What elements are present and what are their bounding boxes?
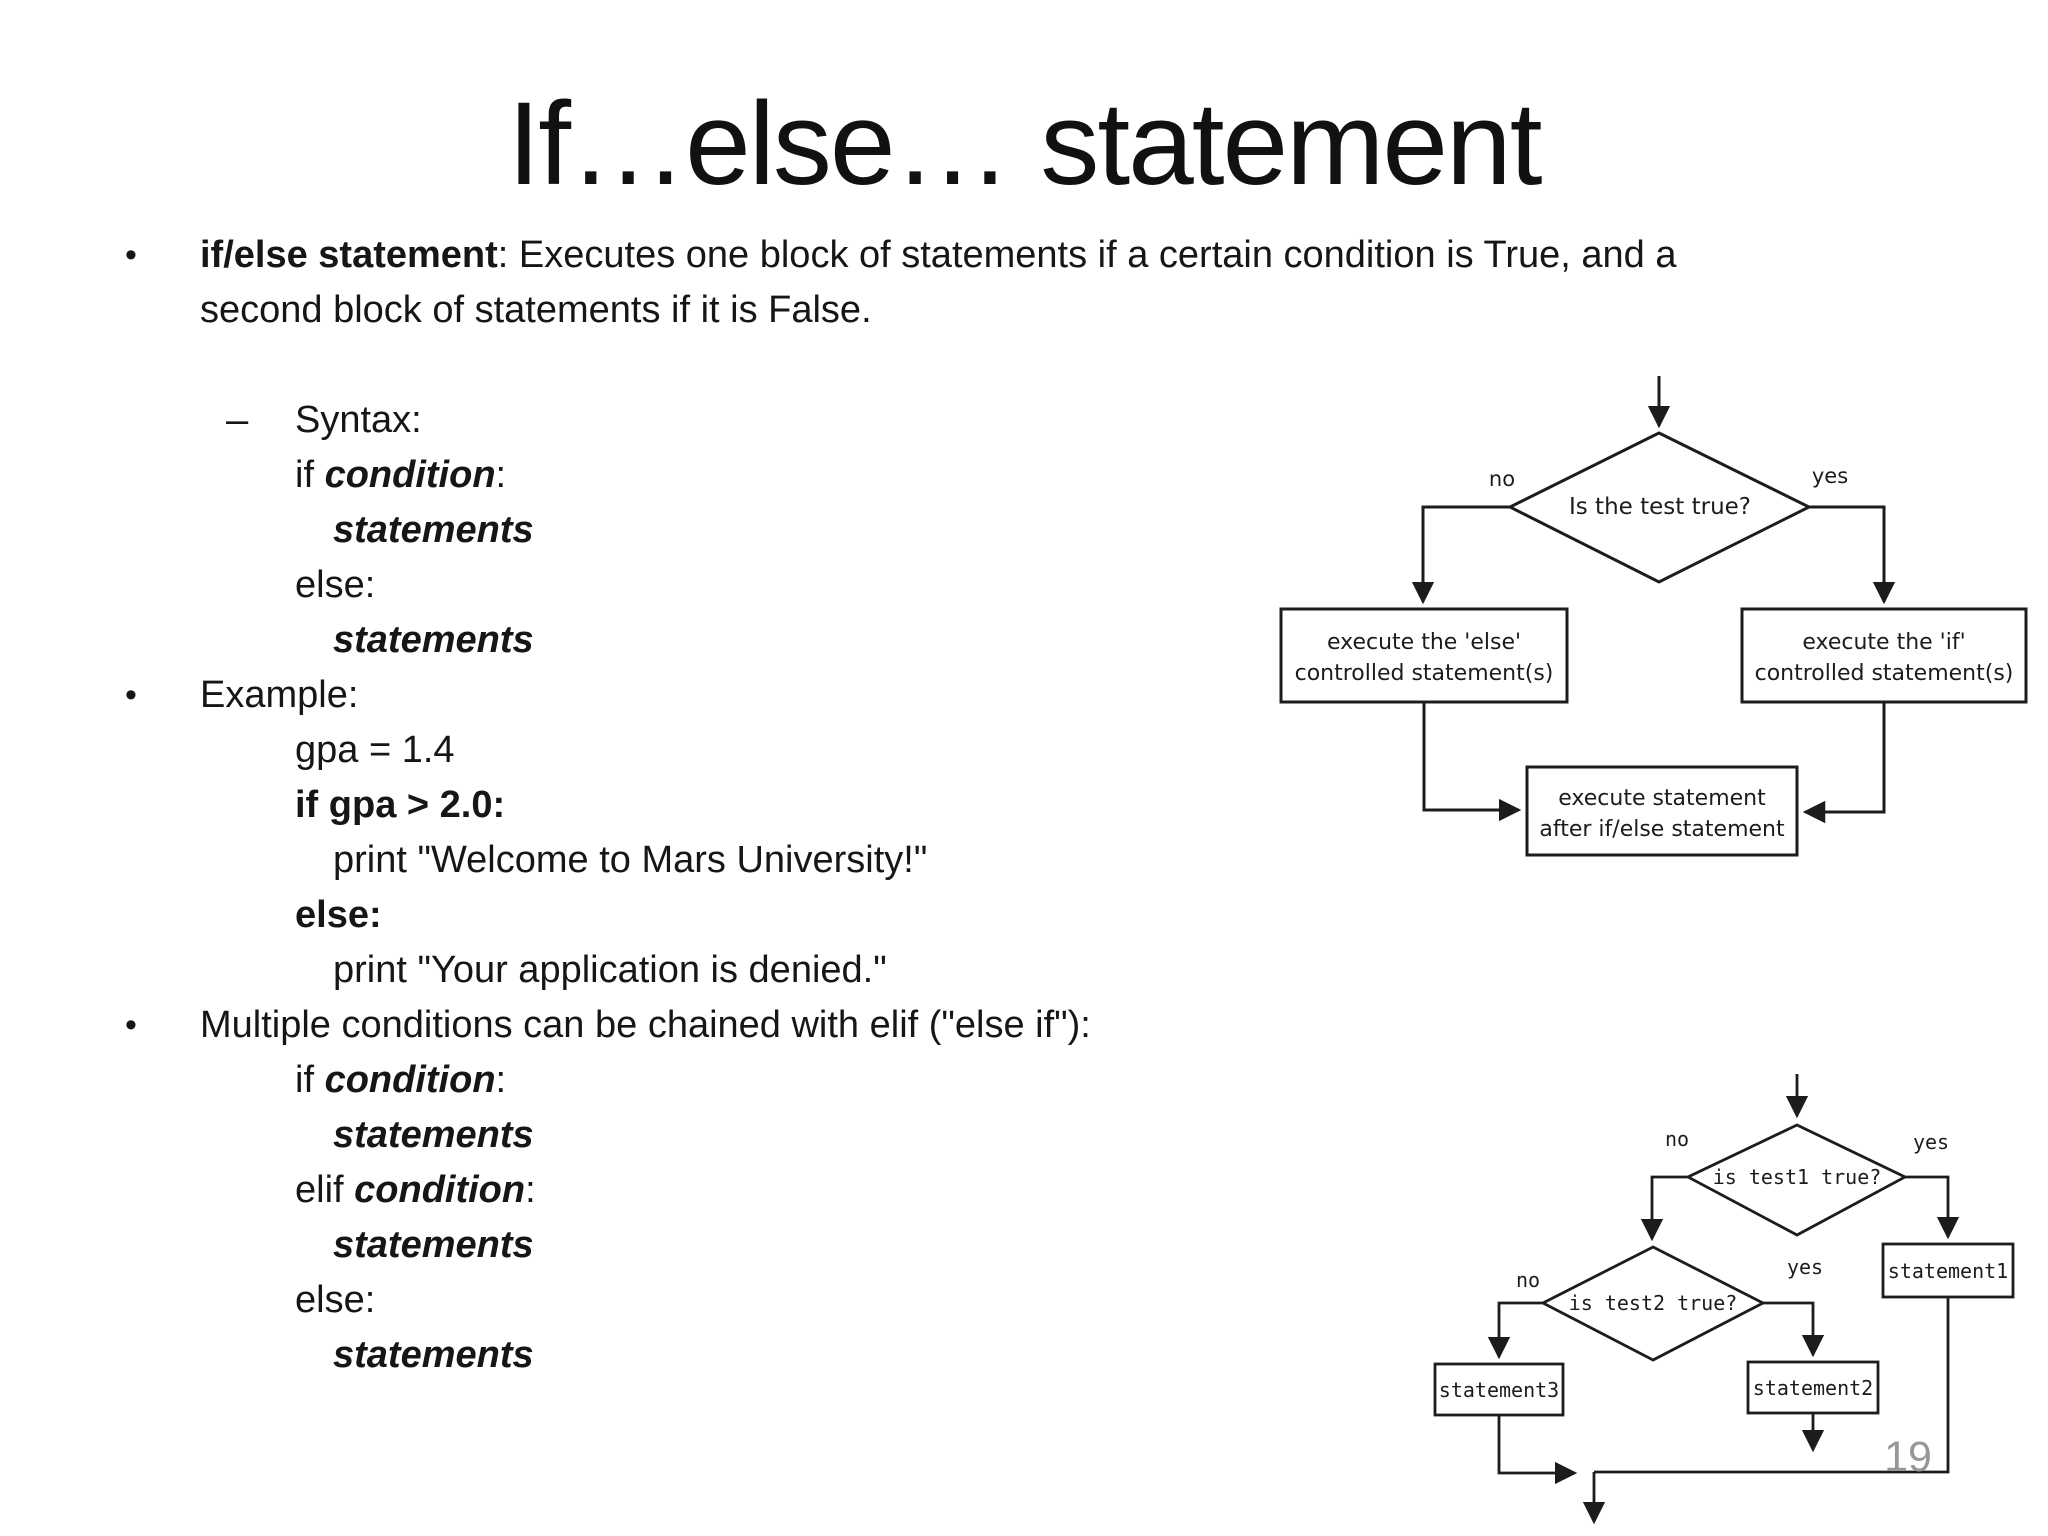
code-line: statements [0, 503, 1920, 558]
code-line: if gpa > 2.0: [0, 778, 1920, 833]
else-box [1279, 607, 1569, 704]
after-box-line2: after if/else statement [1539, 817, 1785, 842]
test1-yes-line [1905, 1175, 1960, 1240]
example-label: Example: [200, 674, 359, 716]
page-title: If…else… statement [507, 78, 1543, 210]
placeholder-statements: statements [333, 1114, 534, 1156]
statement2-text: statement2 [1753, 1376, 1873, 1400]
else-box-line1: execute the 'else' [1327, 630, 1521, 655]
after-box [1525, 765, 1799, 857]
keyword: if [295, 454, 325, 496]
list-item: – Syntax: [0, 393, 1920, 448]
list-item: • if/else statement: Executes one block … [0, 228, 1920, 283]
placeholder-statements: statements [333, 1224, 534, 1266]
code-line: gpa = 1.4 [0, 723, 1920, 778]
placeholder-statements: statements [333, 1334, 534, 1376]
decision-text: Is the test true? [1569, 494, 1751, 520]
yes-label: yes [1787, 1255, 1823, 1279]
else-merge-line [1422, 702, 1522, 822]
placeholder-condition: condition [354, 1169, 526, 1211]
test1-text: is test1 true? [1713, 1165, 1882, 1189]
no-label: no [1665, 1127, 1689, 1151]
no-label: no [1489, 467, 1515, 491]
keyword: elif [295, 1169, 355, 1211]
yes-label: yes [1812, 464, 1848, 488]
statement3-text: statement3 [1439, 1378, 1559, 1402]
bullet-icon: • [125, 676, 137, 714]
placeholder-statements: statements [333, 509, 534, 551]
placeholder-condition: condition [324, 454, 496, 496]
code-line: else: [0, 888, 1920, 943]
test2-yes-line [1763, 1301, 1825, 1358]
statement1-merge-line [1594, 1297, 1950, 1474]
if-box-line2: controlled statement(s) [1755, 661, 2014, 686]
code-text: if gpa > 2.0: [295, 784, 506, 826]
placeholder-condition: condition [324, 1059, 496, 1101]
if-box [1740, 607, 2028, 704]
body-text: second block of statements if it is Fals… [200, 289, 872, 331]
statement2-box [1746, 1360, 1880, 1415]
body-text: Multiple conditions can be chained with … [200, 1004, 1091, 1046]
if-merge-line [1802, 702, 1886, 824]
no-branch-line [1411, 505, 1510, 605]
code-line: if condition: [0, 1053, 1920, 1108]
after-box-line1: execute statement [1558, 786, 1766, 811]
decision-diamond [1506, 431, 1813, 584]
statement1-box [1881, 1242, 2015, 1299]
flowchart-if-else: Is the test true? no yes execute the 'el… [1279, 376, 2028, 857]
body-text: : Executes one block of statements if a … [497, 234, 1677, 276]
list-item: • Multiple conditions can be chained wit… [0, 998, 1920, 1053]
test2-text: is test2 true? [1569, 1291, 1738, 1315]
page-number: 19 [1884, 1433, 1932, 1481]
no-label: no [1516, 1268, 1540, 1292]
keyword: if [295, 1059, 325, 1101]
placeholder-statements: statements [333, 619, 534, 661]
keyword: else: [295, 894, 382, 936]
code-line: print "Your application is denied." [0, 943, 1920, 998]
list-item: • Example: [0, 668, 1920, 723]
code-text: print "Welcome to Mars University!" [333, 839, 928, 881]
code-line: if condition: [0, 448, 1920, 503]
punctuation: : [495, 1059, 507, 1101]
code-line: else: [0, 558, 1920, 613]
code-line: statements [0, 1218, 1920, 1273]
code-text: gpa = 1.4 [295, 729, 455, 771]
yes-label: yes [1913, 1130, 1949, 1154]
flowchart-elif: is test1 true? no yes is test2 true? no … [1433, 1074, 2015, 1525]
else-box-line2: controlled statement(s) [1295, 661, 1554, 686]
statement1-text: statement1 [1888, 1259, 2008, 1283]
test1-no-line [1640, 1175, 1688, 1242]
test2-diamond [1539, 1245, 1767, 1362]
list-item-wrap: second block of statements if it is Fals… [0, 283, 1920, 338]
test2-no-line [1487, 1301, 1543, 1360]
yes-branch-line [1809, 505, 1896, 605]
keyword: else: [295, 564, 376, 606]
code-line: statements [0, 1328, 1920, 1383]
code-text: print "Your application is denied." [333, 949, 887, 991]
statement3-merge-line [1497, 1415, 1578, 1485]
if-box-line1: execute the 'if' [1802, 630, 1965, 655]
code-line: elif condition: [0, 1163, 1920, 1218]
term-label: if/else statement [200, 234, 498, 276]
code-line: statements [0, 1108, 1920, 1163]
syntax-label: Syntax: [295, 399, 422, 441]
bullet-icon: • [125, 1006, 137, 1044]
dash-icon: – [226, 398, 249, 442]
keyword: else: [295, 1279, 376, 1321]
punctuation: : [525, 1169, 536, 1211]
code-line: else: [0, 1273, 1920, 1328]
punctuation: : [495, 454, 507, 496]
code-line: statements [0, 613, 1920, 668]
bullet-icon: • [125, 236, 137, 274]
bullet-list: • if/else statement: Executes one block … [0, 228, 1920, 1383]
test1-diamond [1684, 1123, 1909, 1237]
code-line: print "Welcome to Mars University!" [0, 833, 1920, 888]
